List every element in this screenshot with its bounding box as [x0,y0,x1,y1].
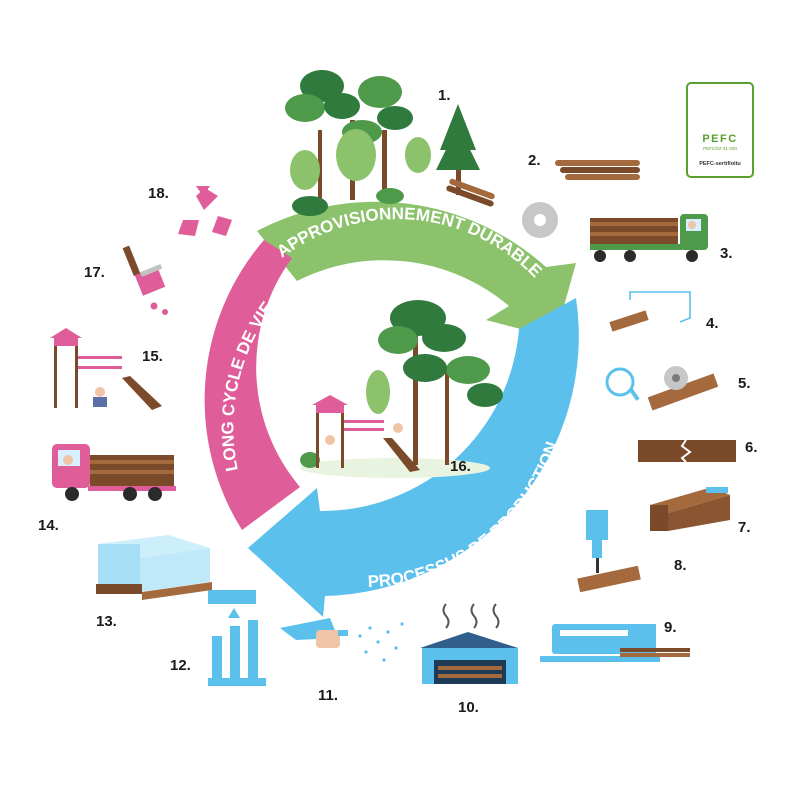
glued-beam-icon [650,487,730,531]
sawing-icon [605,366,719,411]
log-stack-icon [555,160,640,180]
delivery-truck-icon [52,444,176,501]
step-number-2: 2. [528,152,541,169]
step-number-8: 8. [674,557,687,574]
pefc-brand: PEFC [702,133,738,145]
timber-drying-icon [609,291,691,332]
step-number-3: 3. [720,245,733,262]
step-number-10: 10. [458,699,479,716]
impregnation-spray-icon [280,618,404,662]
finger-joint-icon [638,439,736,463]
step-number-1: 1. [438,87,451,104]
packaged-pallet-icon [96,535,212,600]
step-number-4: 4. [706,315,719,332]
post-assembly-icon [208,590,266,686]
ring-segment-long-life-cycle [204,240,300,530]
step-number-9: 9. [664,619,677,636]
recycle-icon [178,186,232,236]
pefc-caption: PEFC-sertifioitu [699,161,741,167]
ring-segment-production-process [248,298,579,617]
step-number-13: 13. [96,613,117,630]
drilling-icon [577,510,641,593]
step-number-11: 11. [318,687,338,704]
step-number-6: 6. [745,439,758,456]
step-number-18: 18. [148,185,169,202]
warehouse-icon [420,603,518,684]
step-number-14: 14. [38,517,59,534]
pefc-certification-badge: PEFC PEFC/02-31-200 PEFC-sertifioitu [686,82,754,178]
paint-brush-icon [122,245,168,315]
logging-truck-icon [590,214,708,262]
ring-segment-sustainable-sourcing [257,201,576,338]
machining-line-icon [540,624,690,662]
step-number-15: 15. [142,348,163,365]
step-number-7: 7. [738,519,751,536]
playground-icon [50,328,162,410]
forest-icon [285,70,558,238]
step-number-5: 5. [738,375,751,392]
step-numbers: 1. 2. 3. 4. 5. 6. 7. 8. 9. 10. 11. 12. 13. 14. 15. 16. 1… [38,87,758,716]
playground-in-nature-icon [300,300,503,478]
pefc-code: PEFC/02-31-200 [703,146,737,151]
step-number-16: 16. [450,458,471,475]
cycle-ring [204,201,579,617]
step-number-12: 12. [170,657,191,674]
step-number-17: 17. [84,264,105,281]
